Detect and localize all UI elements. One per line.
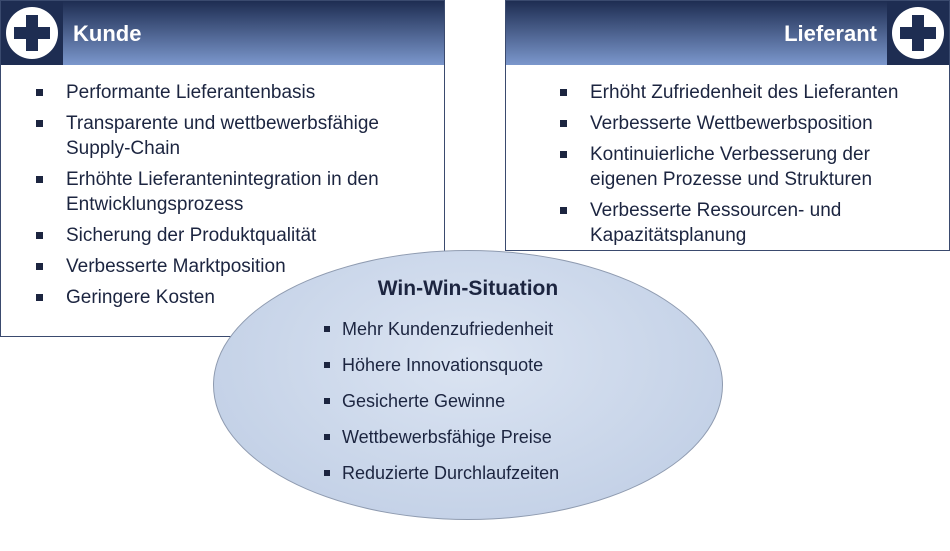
kunde-header xyxy=(1,1,444,65)
win-win-list: Mehr Kundenzufriedenheit Höhere Innovati… xyxy=(324,317,559,497)
list-item: Erhöhte Lieferantenintegration in den En… xyxy=(34,167,434,217)
kunde-list: Performante Lieferantenbasis Transparent… xyxy=(34,80,434,316)
lieferant-list: Erhöht Zufriedenheit des Lieferanten Ver… xyxy=(558,80,938,254)
list-item: Performante Lieferantenbasis xyxy=(34,80,434,105)
list-item: Geringere Kosten xyxy=(34,285,434,310)
list-item: Verbesserte Ressourcen- und Kapazitätspl… xyxy=(558,198,938,248)
list-item: Kontinuierliche Verbesserung der eigenen… xyxy=(558,142,938,192)
win-win-ellipse: Win-Win-Situation Mehr Kundenzufriedenhe… xyxy=(213,250,723,520)
lieferant-title: Lieferant xyxy=(784,21,877,46)
win-win-title: Win-Win-Situation xyxy=(377,277,559,300)
list-item: Gesicherte Gewinne xyxy=(324,389,559,414)
plus-icon xyxy=(887,1,949,65)
lieferant-panel: Lieferant Erhöht Zufriedenheit des Liefe… xyxy=(505,0,950,251)
list-item: Erhöht Zufriedenheit des Lieferanten xyxy=(558,80,938,105)
list-item: Wettbewerbsfähige Preise xyxy=(324,425,559,450)
lieferant-header xyxy=(506,1,949,65)
list-item: Verbesserte Marktposition xyxy=(34,254,434,279)
plus-icon xyxy=(1,1,63,65)
kunde-title: Kunde xyxy=(73,21,142,46)
list-item: Transparente und wettbewerbsfähige Suppl… xyxy=(34,111,434,161)
list-item: Sicherung der Produktqualität xyxy=(34,223,434,248)
list-item: Reduzierte Durchlaufzeiten xyxy=(324,461,559,486)
list-item: Verbesserte Wettbewerbsposition xyxy=(558,111,938,136)
list-item: Mehr Kundenzufriedenheit xyxy=(324,317,559,342)
kunde-panel: Kunde Performante Lieferantenbasis Trans… xyxy=(0,0,445,337)
list-item: Höhere Innovationsquote xyxy=(324,353,559,378)
